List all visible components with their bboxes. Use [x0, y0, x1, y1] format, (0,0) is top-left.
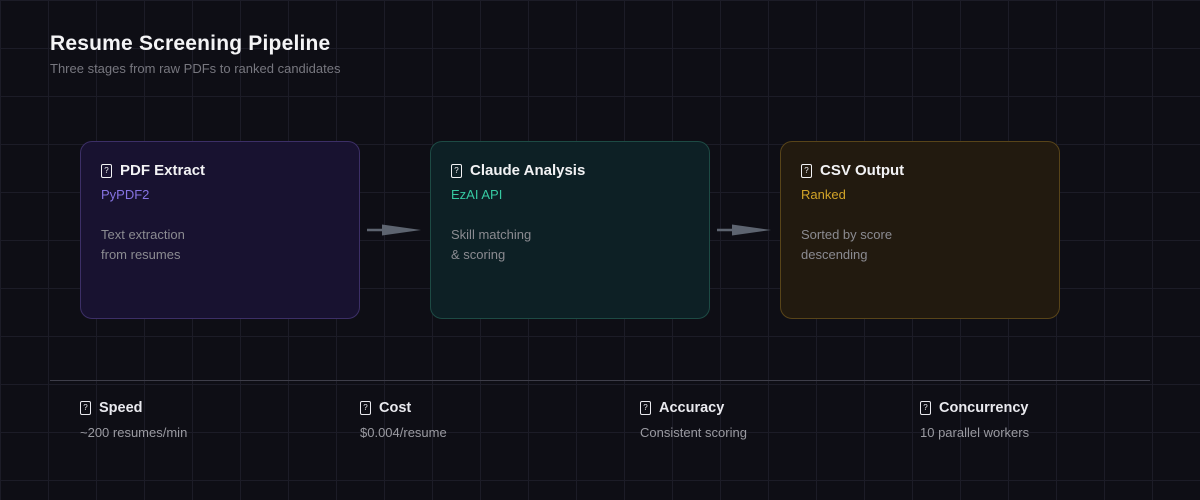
pdf-extract-icon: ? — [101, 163, 112, 178]
stat-label: ? Cost — [360, 400, 640, 416]
stage-title: ? PDF Extract — [101, 162, 339, 179]
stat-label: ? Accuracy — [640, 400, 920, 416]
stat-value: 10 parallel workers — [920, 425, 1030, 440]
stat-label-text: Accuracy — [659, 400, 725, 416]
stage-title-text: CSV Output — [820, 162, 905, 179]
stage-card-claude-analysis: ? Claude Analysis EzAI API Skill matchin… — [430, 141, 710, 319]
stage-title-text: Claude Analysis — [470, 162, 586, 179]
connector-gap — [360, 141, 430, 319]
accuracy-icon: ? — [640, 401, 651, 415]
stage-title: ? Claude Analysis — [451, 162, 689, 179]
stat-speed: ? Speed ~200 resumes/min — [80, 400, 360, 440]
stat-label-text: Speed — [99, 400, 143, 416]
cost-icon: ? — [360, 401, 371, 415]
stat-label: ? Concurrency — [920, 400, 1200, 416]
stat-value: $0.004/resume — [360, 425, 447, 440]
stage-title-text: PDF Extract — [120, 162, 206, 179]
stage-title: ? CSV Output — [801, 162, 1039, 179]
stat-value: Consistent scoring — [640, 425, 747, 440]
page-title: Resume Screening Pipeline — [50, 32, 331, 55]
header: Resume Screening Pipeline Three stages f… — [50, 32, 340, 76]
stage-tool-label: EzAI API — [451, 187, 503, 202]
stage-tool-label: Ranked — [801, 187, 846, 202]
stage-description: Sorted by score descending — [801, 227, 893, 262]
stat-cost: ? Cost $0.004/resume — [360, 400, 640, 440]
speed-icon: ? — [80, 401, 91, 415]
stat-label-text: Concurrency — [939, 400, 1029, 416]
stage-card-pdf-extract: ? PDF Extract PyPDF2 Text extraction fro… — [80, 141, 360, 319]
stats-divider — [50, 380, 1150, 381]
csv-output-icon: ? — [801, 163, 812, 178]
stat-concurrency: ? Concurrency 10 parallel workers — [920, 400, 1200, 440]
stat-label-text: Cost — [379, 400, 412, 416]
flow-arrow-icon — [367, 224, 421, 236]
stage-tool-label: PyPDF2 — [101, 187, 150, 202]
claude-analysis-icon: ? — [451, 163, 462, 178]
flow-arrow-icon — [717, 224, 771, 236]
stage-description: Text extraction from resumes — [101, 227, 185, 262]
stat-accuracy: ? Accuracy Consistent scoring — [640, 400, 920, 440]
stat-value: ~200 resumes/min — [80, 425, 188, 440]
concurrency-icon: ? — [920, 401, 931, 415]
stage-description: Skill matching & scoring — [451, 227, 532, 262]
connector-gap — [710, 141, 780, 319]
stat-label: ? Speed — [80, 400, 360, 416]
stats-row: ? Speed ~200 resumes/min ? Cost $0.004/r… — [80, 400, 1200, 440]
stage-card-csv-output: ? CSV Output Ranked Sorted by score desc… — [780, 141, 1060, 319]
page-subtitle: Three stages from raw PDFs to ranked can… — [50, 61, 341, 76]
pipeline-stages: ? PDF Extract PyPDF2 Text extraction fro… — [80, 141, 1060, 319]
